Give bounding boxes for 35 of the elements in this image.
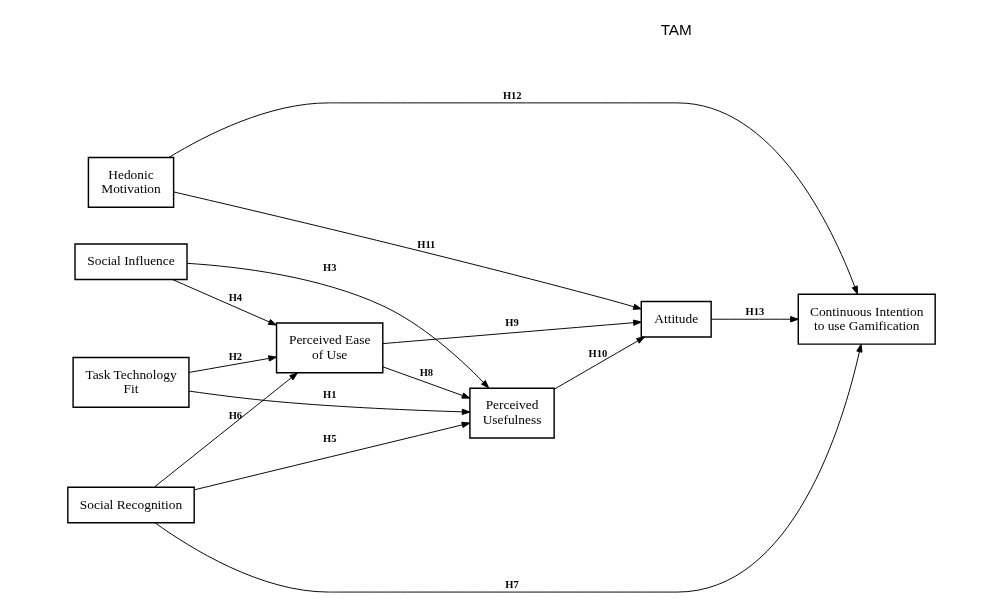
- edge-label: H4: [228, 291, 243, 303]
- arrow: [173, 191, 642, 310]
- edge-label: H6: [228, 409, 243, 421]
- arrow: [186, 262, 490, 389]
- arrow: [154, 343, 863, 593]
- edge-label: H10: [588, 348, 608, 360]
- arrow: [188, 390, 471, 415]
- edge-label: H2: [228, 351, 243, 363]
- arrow: [154, 372, 298, 488]
- node-box: Perceived Ease of Use: [275, 322, 384, 374]
- arrow: [382, 319, 642, 345]
- node-box: Social Recognition: [67, 486, 195, 524]
- edge-label: H1: [322, 388, 337, 400]
- arrow: [382, 366, 471, 399]
- edge-label: H13: [745, 306, 765, 318]
- edge-label: H11: [417, 239, 436, 251]
- arrow: [168, 102, 858, 295]
- arrow: [188, 355, 277, 373]
- edge-label: H3: [322, 262, 337, 274]
- node-box: Task Technology Fit: [72, 356, 190, 409]
- node-box: Hedonic Motivation: [87, 156, 175, 208]
- node-box: Social Influence: [74, 243, 188, 281]
- edge-label: H5: [322, 432, 337, 444]
- arrow: [194, 421, 471, 491]
- edge-label: H12: [502, 89, 522, 101]
- node-box: Attitude: [640, 300, 712, 338]
- node-box: Continuous Intention to use Gamification: [797, 293, 936, 345]
- label: TAM: [660, 20, 692, 38]
- node-box: Perceived Usefulness: [469, 387, 555, 439]
- arrow: [553, 336, 645, 390]
- edge-label: H7: [505, 579, 519, 591]
- arrow: [172, 279, 277, 326]
- edge-label: H9: [505, 316, 519, 328]
- edge-label: H8: [419, 367, 434, 379]
- arrow: [710, 316, 799, 323]
